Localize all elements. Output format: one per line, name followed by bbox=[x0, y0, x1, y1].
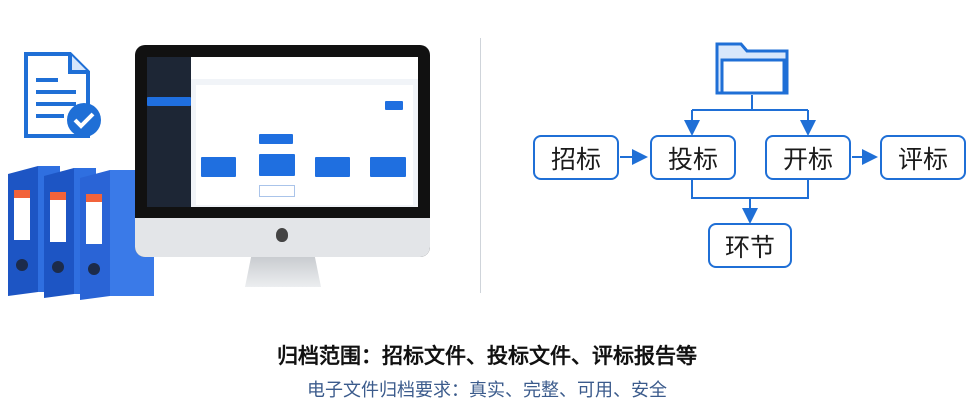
node-label: 环节 bbox=[724, 232, 775, 262]
node-zhaobiao: 招标 bbox=[533, 135, 619, 180]
node-pingbiao: 评标 bbox=[880, 135, 966, 180]
folder-icon bbox=[715, 42, 789, 95]
document-check-icon bbox=[24, 52, 101, 138]
node-toubiao: 投标 bbox=[650, 135, 736, 180]
apple-logo-icon bbox=[276, 228, 288, 242]
node-label: 开标 bbox=[782, 144, 833, 174]
app-main bbox=[191, 57, 418, 207]
node-kaibiao: 开标 bbox=[765, 135, 851, 180]
node-huanjie: 环节 bbox=[708, 223, 792, 268]
caption-title: 归档范围：招标文件、投标文件、评标报告等 bbox=[277, 344, 697, 368]
app-sidebar bbox=[147, 57, 191, 207]
binders-icon bbox=[8, 166, 154, 300]
divider bbox=[480, 38, 481, 293]
node-label: 招标 bbox=[550, 144, 601, 174]
caption-subtitle: 电子文件归档要求：真实、完整、可用、安全 bbox=[307, 380, 667, 401]
node-label: 投标 bbox=[667, 144, 718, 174]
node-label: 评标 bbox=[897, 144, 948, 174]
monitor-stand bbox=[245, 257, 321, 287]
